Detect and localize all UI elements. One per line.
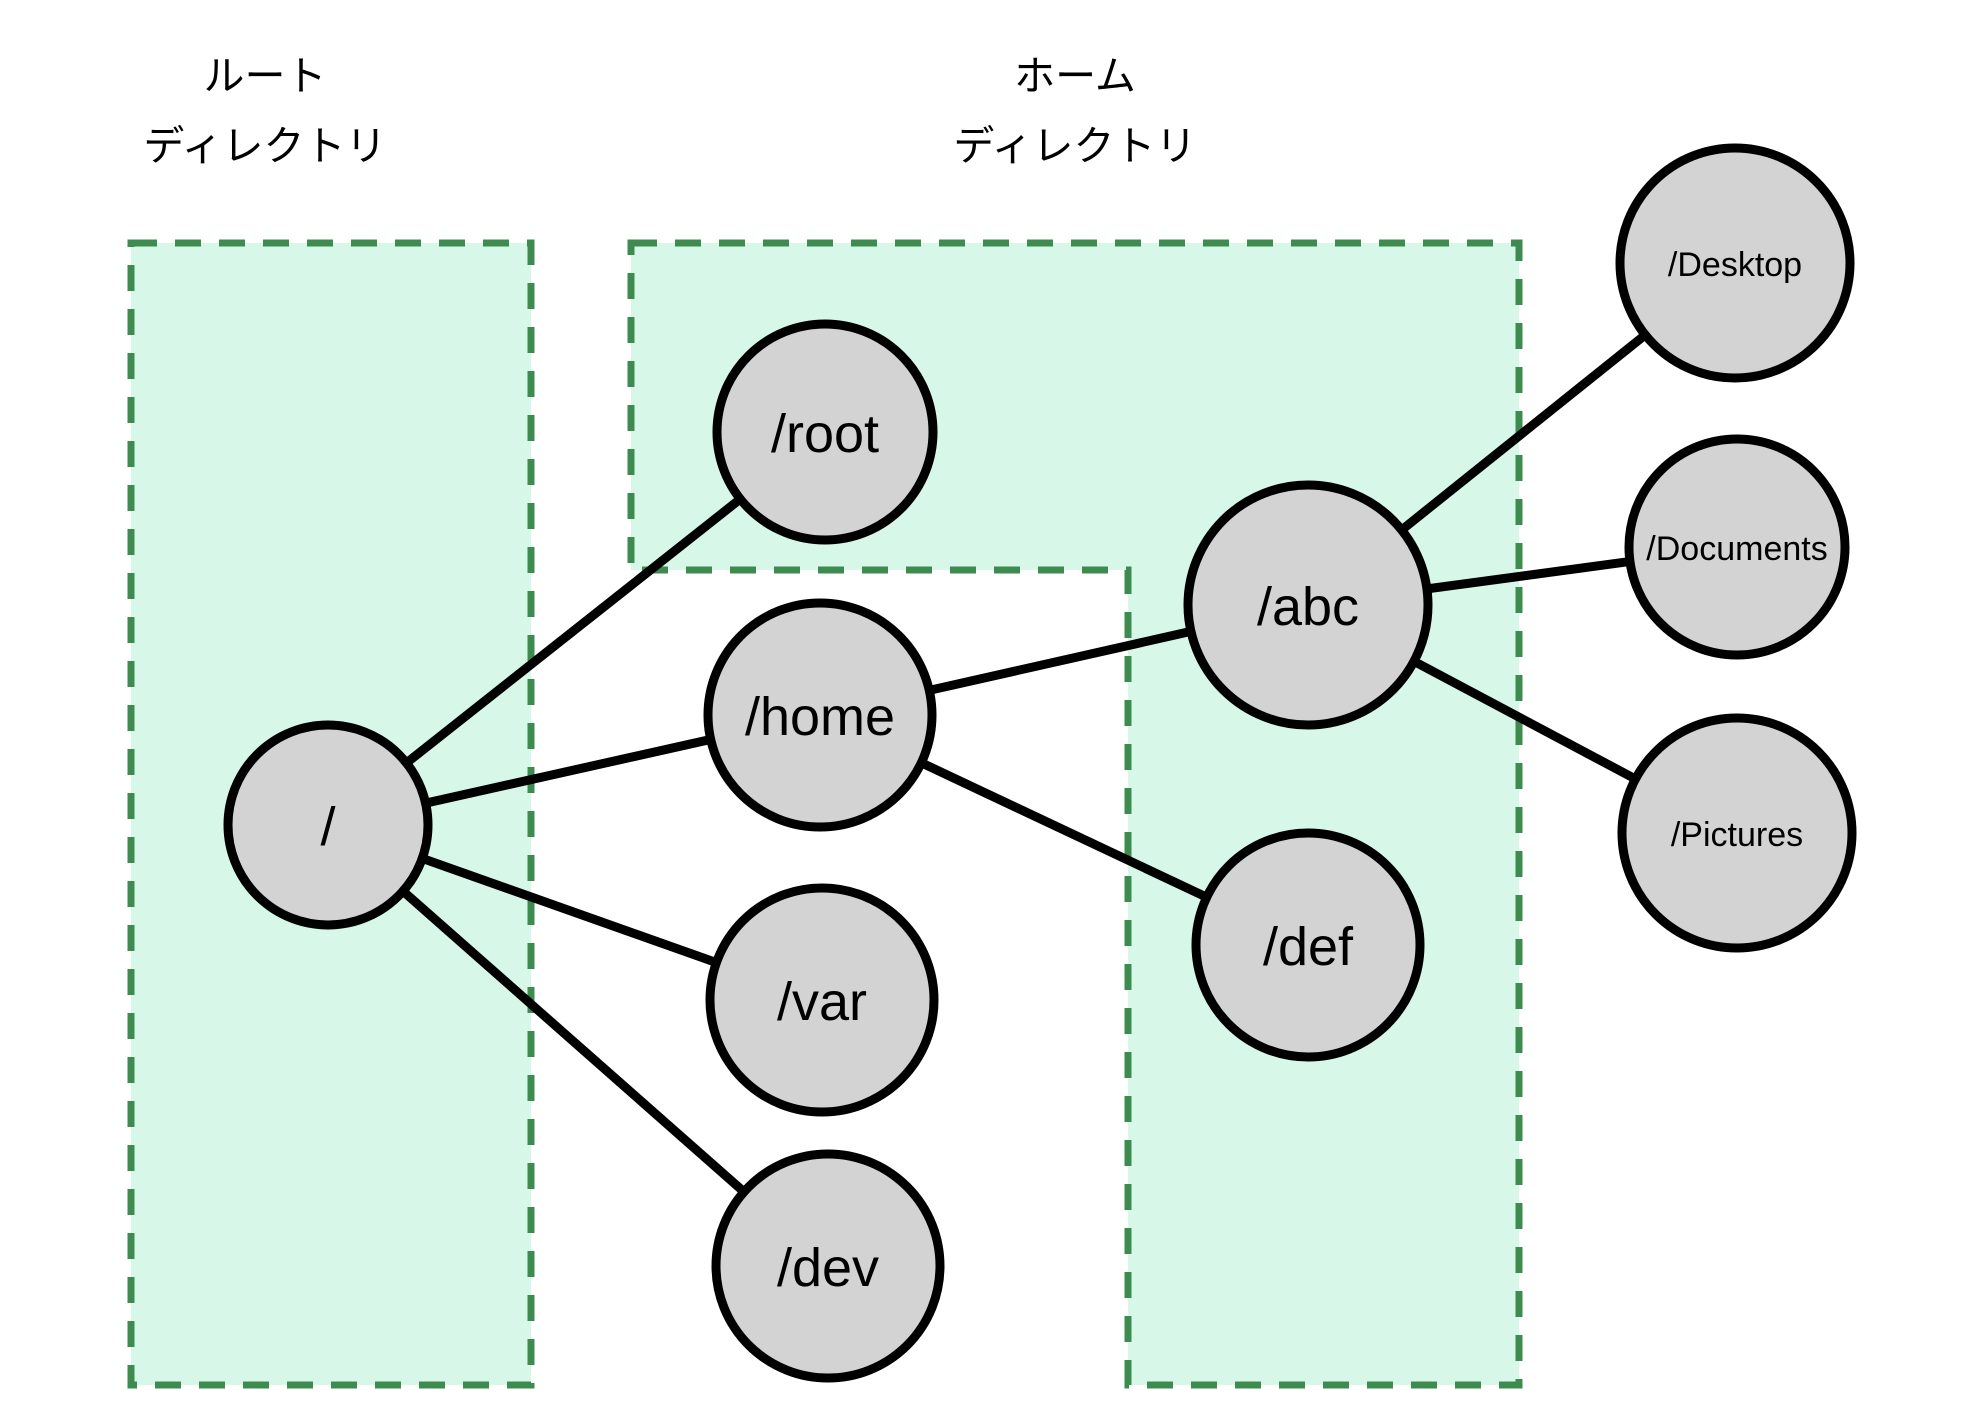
node-pictures-label: /Pictures [1671,816,1803,854]
nodes-layer: / /root/home/var/dev/abc/def/Desktop/Docu… [223,143,1857,1383]
node-var-label: /var [777,972,867,1032]
node-dev[interactable]: /dev [711,1149,945,1383]
node-home-label: /home [745,687,895,747]
node-dev-label: /dev [777,1238,879,1298]
node-slash-circle[interactable] [223,720,433,930]
node-abc[interactable]: /abc [1183,480,1433,730]
node-var[interactable]: /var [705,883,939,1117]
node-pictures-circle[interactable] [1617,713,1857,953]
root-directory-caption-line2: ディレクトリ [143,123,386,169]
node-var-circle[interactable] [705,883,939,1117]
node-pictures[interactable]: /Pictures [1617,713,1857,953]
node-desktop[interactable]: /Desktop [1615,143,1855,383]
node-documents[interactable]: /Documents [1624,434,1850,660]
node-abc-label: /abc [1257,577,1359,637]
node-def-label: /def [1263,917,1354,977]
node-root-label: /root [771,404,879,464]
node-def[interactable]: /def [1191,828,1425,1062]
node-root-circle[interactable] [712,319,938,545]
node-dev-circle[interactable] [711,1149,945,1383]
node-slash-label: / [320,797,335,857]
node-abc-circle[interactable] [1183,480,1433,730]
node-slash[interactable]: / [223,720,433,930]
node-home[interactable]: /home [703,598,937,832]
node-home-circle[interactable] [703,598,937,832]
home-directory-caption-line1: ホーム [1014,53,1136,99]
node-root[interactable]: /root [712,319,938,545]
root-directory-caption-line1: ルート [204,53,327,99]
node-def-circle[interactable] [1191,828,1425,1062]
node-documents-label: /Documents [1646,530,1827,568]
node-desktop-circle[interactable] [1615,143,1855,383]
node-desktop-label: /Desktop [1668,246,1802,284]
home-directory-caption-line2: ディレクトリ [953,123,1196,169]
node-documents-circle[interactable] [1624,434,1850,660]
